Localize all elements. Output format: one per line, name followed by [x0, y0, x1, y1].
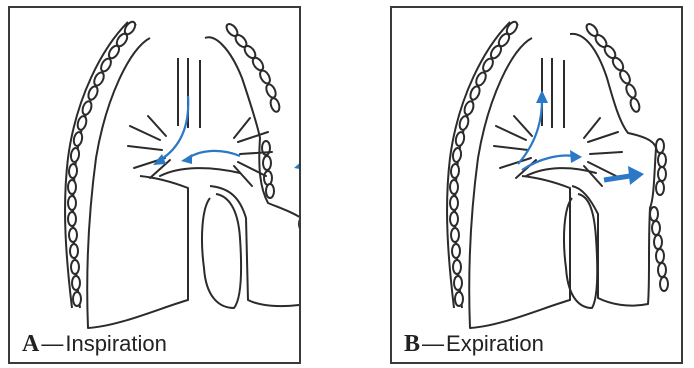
- caption-dash: —: [422, 331, 444, 356]
- bronchi: [494, 116, 622, 186]
- caption-inspiration: A—Inspiration: [22, 331, 167, 358]
- diagram-panel-expiration: B—Expiration: [390, 6, 683, 364]
- airflow-arrowhead: [570, 150, 582, 163]
- lung-diagram-inspiration: [10, 8, 299, 362]
- lung-diagram-expiration: [392, 8, 681, 362]
- caption-label: Inspiration: [65, 331, 167, 356]
- airflow-arrowhead: [153, 154, 166, 165]
- airflow-arrowhead: [536, 90, 548, 103]
- caption-dash: —: [41, 331, 63, 356]
- caption-label: Expiration: [446, 331, 544, 356]
- diagram-panel-inspiration: A—Inspiration: [8, 6, 301, 364]
- airflow-arrowhead: [181, 154, 192, 164]
- panel-letter: A: [22, 331, 39, 357]
- chest-wall-arrow-outward-icon: [604, 166, 644, 185]
- chest-wall-arrow-inward-icon: [294, 155, 299, 171]
- caption-expiration: B—Expiration: [404, 331, 544, 358]
- panel-letter: B: [404, 331, 420, 357]
